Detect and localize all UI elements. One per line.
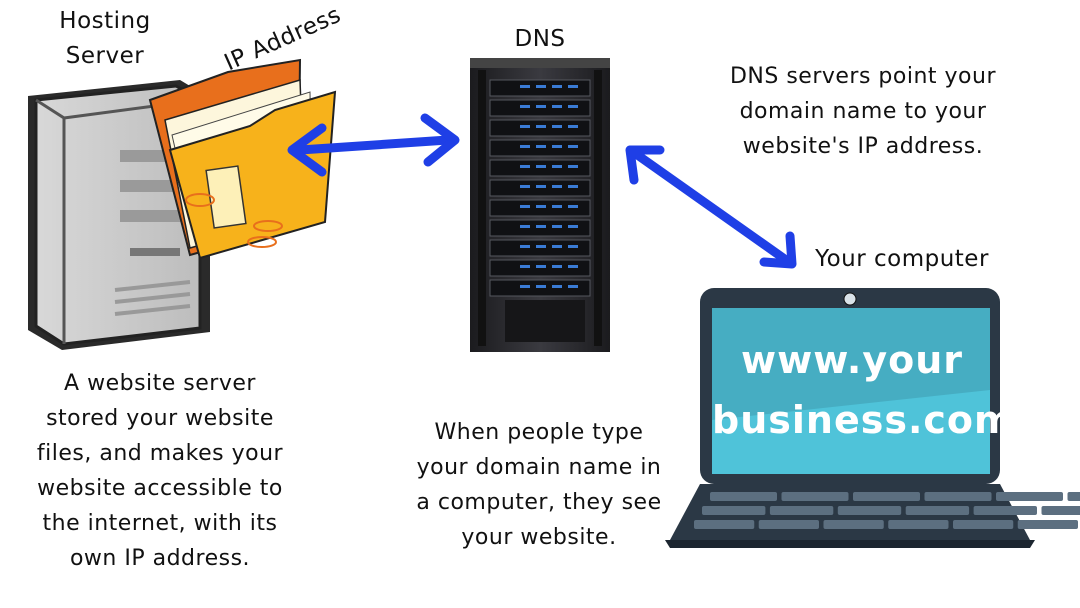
rack-led bbox=[536, 205, 546, 208]
screen-url-line-1: www.your bbox=[741, 338, 963, 382]
keyboard-key bbox=[769, 506, 834, 515]
rack-led bbox=[568, 225, 578, 228]
rack-led bbox=[552, 165, 562, 168]
your-computer-label: Your computer bbox=[815, 246, 989, 272]
keyboard-key bbox=[694, 520, 755, 529]
keyboard-key bbox=[924, 492, 992, 501]
rack-led bbox=[568, 85, 578, 88]
people-type-description: When people type your domain name in a c… bbox=[416, 420, 662, 550]
keyboard-key bbox=[823, 520, 884, 529]
keyboard-key bbox=[837, 506, 902, 515]
rack-led bbox=[520, 225, 530, 228]
rack-led bbox=[536, 265, 546, 268]
rack-led bbox=[536, 165, 546, 168]
rack-led bbox=[552, 205, 562, 208]
keyboard-key bbox=[853, 492, 920, 501]
keyboard-key bbox=[1067, 492, 1080, 501]
rack-led bbox=[568, 205, 578, 208]
hosting-server-label: Hosting Server bbox=[59, 8, 151, 69]
server-description: A website server stored your website fil… bbox=[36, 371, 284, 571]
dns-description: DNS servers point your domain name to yo… bbox=[729, 64, 997, 159]
rack-led bbox=[552, 265, 562, 268]
keyboard-key bbox=[888, 520, 949, 529]
rack-led bbox=[536, 285, 546, 288]
keyboard bbox=[694, 492, 1080, 529]
keyboard-key bbox=[710, 492, 777, 501]
server-rack-icon bbox=[470, 58, 610, 352]
dns-label: DNS bbox=[514, 26, 566, 52]
rack-led bbox=[536, 145, 546, 148]
keyboard-key bbox=[702, 506, 766, 515]
rack-led bbox=[520, 85, 530, 88]
laptop-icon bbox=[665, 288, 1080, 548]
rack-led bbox=[520, 265, 530, 268]
rack-led bbox=[568, 145, 578, 148]
rack-led bbox=[552, 145, 562, 148]
keyboard-key bbox=[1017, 520, 1078, 529]
rack-led bbox=[568, 265, 578, 268]
rack-led bbox=[568, 125, 578, 128]
rack-led bbox=[568, 165, 578, 168]
rack-led bbox=[552, 245, 562, 248]
rack-led bbox=[552, 185, 562, 188]
keyboard-key bbox=[1041, 506, 1080, 515]
keyboard-key bbox=[781, 492, 849, 501]
rack-led bbox=[520, 105, 530, 108]
double-arrow-icon bbox=[287, 113, 460, 177]
screen-url-line-2: business.com bbox=[712, 398, 1015, 442]
keyboard-key bbox=[996, 492, 1063, 501]
folder-icon bbox=[148, 58, 337, 260]
rack-led bbox=[520, 245, 530, 248]
rack-led bbox=[536, 125, 546, 128]
keyboard-key bbox=[758, 520, 819, 529]
rack-led bbox=[552, 285, 562, 288]
rack-led bbox=[520, 285, 530, 288]
rack-led bbox=[552, 85, 562, 88]
rack-led bbox=[520, 205, 530, 208]
keyboard-key bbox=[973, 506, 1037, 515]
rack-led bbox=[568, 285, 578, 288]
rack-led bbox=[552, 105, 562, 108]
keyboard-key bbox=[905, 506, 970, 515]
rack-led bbox=[536, 245, 546, 248]
rack-led bbox=[536, 185, 546, 188]
rack-led bbox=[536, 85, 546, 88]
keyboard-key bbox=[953, 520, 1014, 529]
rack-led bbox=[568, 185, 578, 188]
rack-led bbox=[536, 105, 546, 108]
rack-led bbox=[552, 125, 562, 128]
rack-led bbox=[520, 165, 530, 168]
rack-led bbox=[568, 105, 578, 108]
rack-led bbox=[568, 245, 578, 248]
rack-led bbox=[520, 145, 530, 148]
double-arrow-icon bbox=[625, 145, 797, 269]
rack-units bbox=[489, 79, 591, 297]
rack-led bbox=[552, 225, 562, 228]
rack-led bbox=[536, 225, 546, 228]
rack-led bbox=[520, 125, 530, 128]
rack-led bbox=[520, 185, 530, 188]
